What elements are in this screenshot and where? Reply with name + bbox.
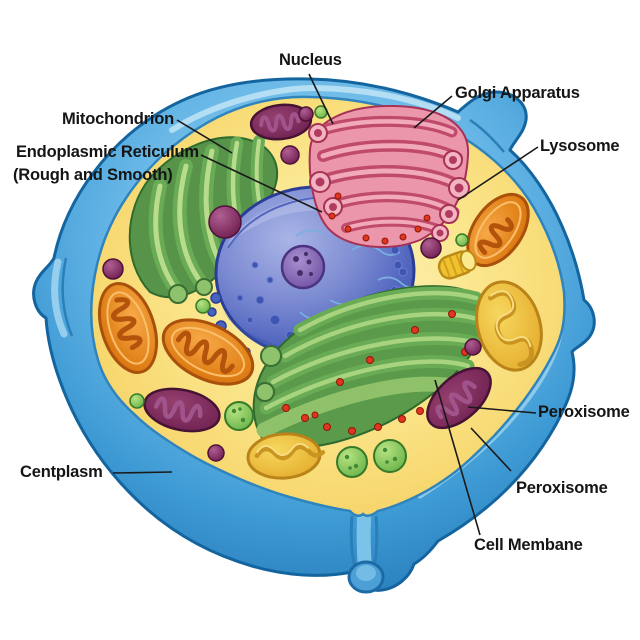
leader-mitochondrion	[176, 119, 233, 154]
peroxisome-like-green-spheres	[224, 401, 407, 478]
leader-centplasm	[112, 471, 173, 474]
label-cell-membrane: Cell Membane	[474, 536, 583, 554]
membrane-bottom-fold	[347, 511, 385, 594]
mitochondrion-orange-right	[466, 192, 530, 268]
ribosomes-golgi	[328, 192, 431, 245]
mitochondrion-orange-left	[97, 282, 159, 374]
label-nucleus: Nucleus	[279, 51, 342, 69]
nucleus-shade	[222, 296, 412, 360]
purple-vesicles	[102, 106, 482, 462]
nucleolus	[280, 244, 326, 290]
mitochondrion-purple-bottom-right	[426, 366, 492, 430]
centriole	[437, 249, 477, 280]
golgi-sac-ends	[308, 123, 470, 242]
leader-er	[200, 154, 323, 213]
leader-nucleus	[308, 73, 334, 125]
label-centplasm: Centplasm	[20, 463, 103, 481]
green-sphere-spots	[231, 407, 398, 470]
smooth-er-bottom	[246, 432, 326, 480]
label-golgi-apparatus: Golgi Apparatus	[455, 84, 580, 102]
green-vesicles	[129, 105, 469, 409]
membrane-horn-crease	[469, 118, 505, 153]
leader-lines	[112, 73, 539, 536]
leader-lysosome	[457, 146, 539, 201]
label-er-line1: Endoplasmic Reticulum	[16, 143, 199, 161]
smooth-er-right	[475, 280, 543, 372]
leader-peroxisome-2	[470, 427, 512, 472]
endoplasmic-reticulum-bottom	[252, 285, 487, 449]
leader-peroxisome-1	[467, 406, 537, 414]
golgi-apparatus	[308, 104, 470, 248]
label-lysosome: Lysosome	[540, 137, 620, 155]
label-peroxisome-upper: Peroxisome	[538, 403, 630, 421]
label-er-line2: (Rough and Smooth)	[13, 166, 173, 184]
leader-cell-membrane	[434, 379, 481, 536]
membrane-left-fold	[51, 258, 68, 338]
label-peroxisome-lower: Peroxisome	[516, 479, 608, 497]
mitochondrion-orange-center	[161, 318, 255, 386]
mitochondrion-purple-bottom-left	[143, 387, 221, 433]
label-mitochondrion: Mitochondrion	[62, 110, 174, 128]
leader-golgi	[413, 95, 453, 129]
